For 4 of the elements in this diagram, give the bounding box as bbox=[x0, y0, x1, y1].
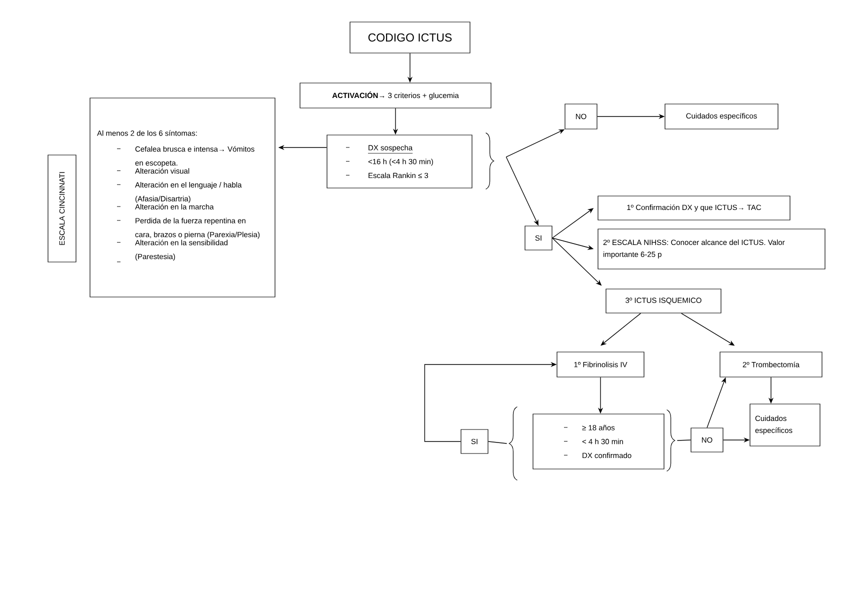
brace bbox=[508, 406, 518, 480]
brace bbox=[486, 132, 494, 190]
brace bbox=[666, 410, 676, 472]
process-box: CODIGO ICTUS bbox=[350, 22, 470, 54]
